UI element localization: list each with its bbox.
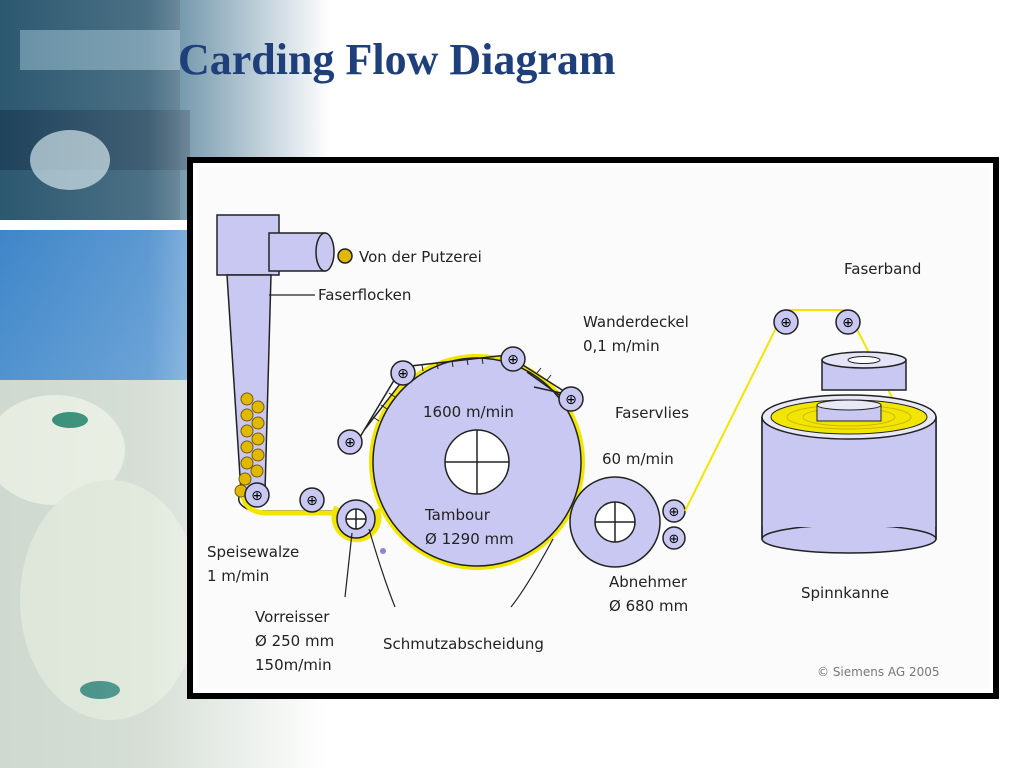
label-abnehmer-speed: 60 m/min — [602, 450, 674, 468]
coiler-head — [821, 351, 907, 391]
label-vorreisser: Vorreisser — [255, 608, 330, 626]
svg-text:⊕: ⊕ — [780, 315, 792, 331]
label-von-der-putzerei: Von der Putzerei — [359, 248, 482, 266]
label-abnehmer: Abnehmer — [609, 573, 688, 591]
carding-diagram: ⊕ ⊕ ⊕ ⊕ ⊕ — [197, 167, 989, 689]
svg-text:⊕: ⊕ — [507, 352, 519, 368]
svg-text:⊕: ⊕ — [397, 366, 409, 382]
dirt-particle — [380, 548, 386, 554]
label-tambour: Tambour — [424, 506, 491, 524]
diagram-border: ⊕ ⊕ ⊕ ⊕ ⊕ — [193, 163, 993, 693]
diagram-frame: ⊕ ⊕ ⊕ ⊕ ⊕ — [187, 157, 999, 699]
svg-text:⊕: ⊕ — [565, 392, 577, 408]
roller: ⊕ — [558, 386, 584, 412]
leader-lines — [269, 294, 554, 608]
svg-text:⊕: ⊕ — [344, 435, 356, 451]
label-spinnkanne: Spinnkanne — [801, 584, 889, 602]
copyright-text: © Siemens AG 2005 — [817, 665, 940, 679]
roller: ⊕ — [835, 309, 861, 335]
label-speisewalze-speed: 1 m/min — [207, 567, 269, 585]
label-abnehmer-dia: Ø 680 mm — [609, 597, 688, 615]
roller: ⊕ — [500, 346, 526, 372]
label-wanderdeckel: Wanderdeckel — [583, 313, 689, 331]
abnehmer-doffer — [569, 476, 661, 568]
label-vorreisser-speed: 150m/min — [255, 656, 332, 674]
label-wanderdeckel-speed: 0,1 m/min — [583, 337, 660, 355]
slide-title: Carding Flow Diagram — [178, 35, 616, 84]
svg-text:⊕: ⊕ — [669, 532, 680, 547]
tambour-cylinder — [369, 354, 585, 570]
spinnkanne-can — [761, 394, 937, 554]
label-faserflocken: Faserflocken — [318, 286, 411, 304]
label-faserband: Faserband — [844, 260, 921, 278]
svg-text:⊕: ⊕ — [306, 493, 318, 509]
svg-text:⊕: ⊕ — [251, 488, 263, 504]
speisewalze-roller: ⊕ — [244, 482, 270, 508]
roller: ⊕ — [390, 360, 416, 386]
roller: ⊕ — [337, 429, 363, 455]
vorreisser-roller — [331, 499, 382, 543]
label-faservlies: Faservlies — [615, 404, 689, 422]
svg-text:⊕: ⊕ — [842, 315, 854, 331]
roller: ⊕ — [299, 487, 325, 513]
roller: ⊕ — [662, 526, 686, 550]
fibre-flocks — [234, 392, 265, 498]
flock-ball-icon — [337, 248, 353, 264]
label-tambour-speed: 1600 m/min — [423, 403, 514, 421]
label-tambour-dia: Ø 1290 mm — [425, 530, 514, 548]
svg-text:⊕: ⊕ — [669, 505, 680, 520]
flat-belt-hatch — [372, 357, 552, 422]
carding-diagram-svg: ⊕ ⊕ ⊕ ⊕ ⊕ — [207, 214, 940, 679]
roller: ⊕ — [773, 309, 799, 335]
label-vorreisser-dia: Ø 250 mm — [255, 632, 334, 650]
label-speisewalze: Speisewalze — [207, 543, 299, 561]
roller: ⊕ — [662, 499, 686, 523]
hopper — [216, 214, 337, 512]
label-schmutzabscheidung: Schmutzabscheidung — [383, 635, 544, 653]
